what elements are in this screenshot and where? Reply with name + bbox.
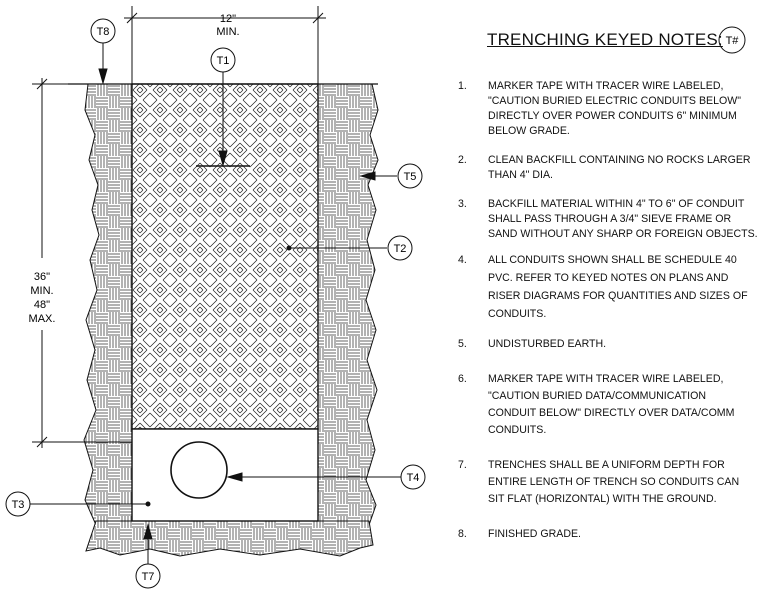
tag-t2: T2	[387, 235, 413, 261]
leader-t8	[98, 43, 108, 85]
depth-dimension-line-3: 48"	[34, 299, 50, 311]
width-dimension	[124, 6, 326, 84]
note-number: 4.	[458, 254, 467, 266]
tag-t8-label: T8	[97, 26, 110, 38]
tag-t5: T5	[397, 163, 423, 189]
tag-legend-label: T#	[726, 35, 740, 47]
leader-t7	[143, 523, 153, 564]
note-number: 8.	[458, 528, 467, 540]
leader-t4	[226, 472, 401, 482]
leader-t1	[218, 72, 228, 167]
tag-t4: T4	[400, 464, 426, 490]
note-text: ALL CONDUITS SHOWN SHALL BE SCHEDULE 40 …	[488, 254, 748, 320]
tag-legend: T#	[718, 26, 746, 54]
note-text: TRENCHES SHALL BE A UNIFORM DEPTH FOR EN…	[488, 459, 740, 505]
note-number: 7.	[458, 459, 467, 471]
backfill-zone	[131, 83, 319, 430]
depth-dimension	[32, 78, 132, 448]
tag-t7: T7	[135, 563, 161, 589]
leader-t3	[30, 501, 151, 507]
depth-dimension-line-1: 36"	[34, 271, 50, 283]
notes-title: TRENCHING KEYED NOTES:	[487, 30, 723, 49]
note-number: 6.	[458, 373, 467, 385]
tag-t5-label: T5	[404, 171, 417, 183]
width-dimension-qualifier: MIN.	[216, 26, 239, 38]
note-text: FINISHED GRADE.	[488, 528, 582, 540]
tag-t1: T1	[210, 47, 236, 73]
note-number: 2.	[458, 154, 467, 166]
note-text: CLEAN BACKFILL CONTAINING NO ROCKS LARGE…	[488, 154, 751, 181]
leader-t5	[359, 171, 397, 181]
tag-t2-label: T2	[394, 243, 407, 255]
tag-t3-label: T3	[12, 499, 25, 511]
tag-t4-label: T4	[407, 472, 420, 484]
note-number: 5.	[458, 338, 467, 350]
depth-dimension-line-2: MIN.	[30, 285, 53, 297]
note-number: 3.	[458, 198, 467, 210]
earth-bottom	[85, 520, 374, 557]
tag-t8: T8	[90, 18, 116, 44]
leader-t2	[286, 245, 387, 251]
tag-t3: T3	[5, 491, 31, 517]
note-text: BACKFILL MATERIAL WITHIN 4" TO 6" OF CON…	[488, 198, 758, 240]
note-text: MARKER TAPE WITH TRACER WIRE LABELED, "C…	[488, 373, 735, 436]
note-text: MARKER TAPE WITH TRACER WIRE LABELED, "C…	[488, 80, 741, 137]
width-dimension-value: 12"	[220, 13, 236, 25]
tag-t7-label: T7	[142, 571, 155, 583]
undisturbed-earth-left	[83, 83, 133, 526]
note-text: UNDISTURBED EARTH.	[488, 338, 607, 350]
note-number: 1.	[458, 80, 467, 92]
depth-dimension-line-4: MAX.	[29, 313, 56, 325]
undisturbed-earth-right	[317, 83, 379, 526]
tag-t1-label: T1	[217, 55, 230, 67]
conduit	[170, 441, 228, 499]
